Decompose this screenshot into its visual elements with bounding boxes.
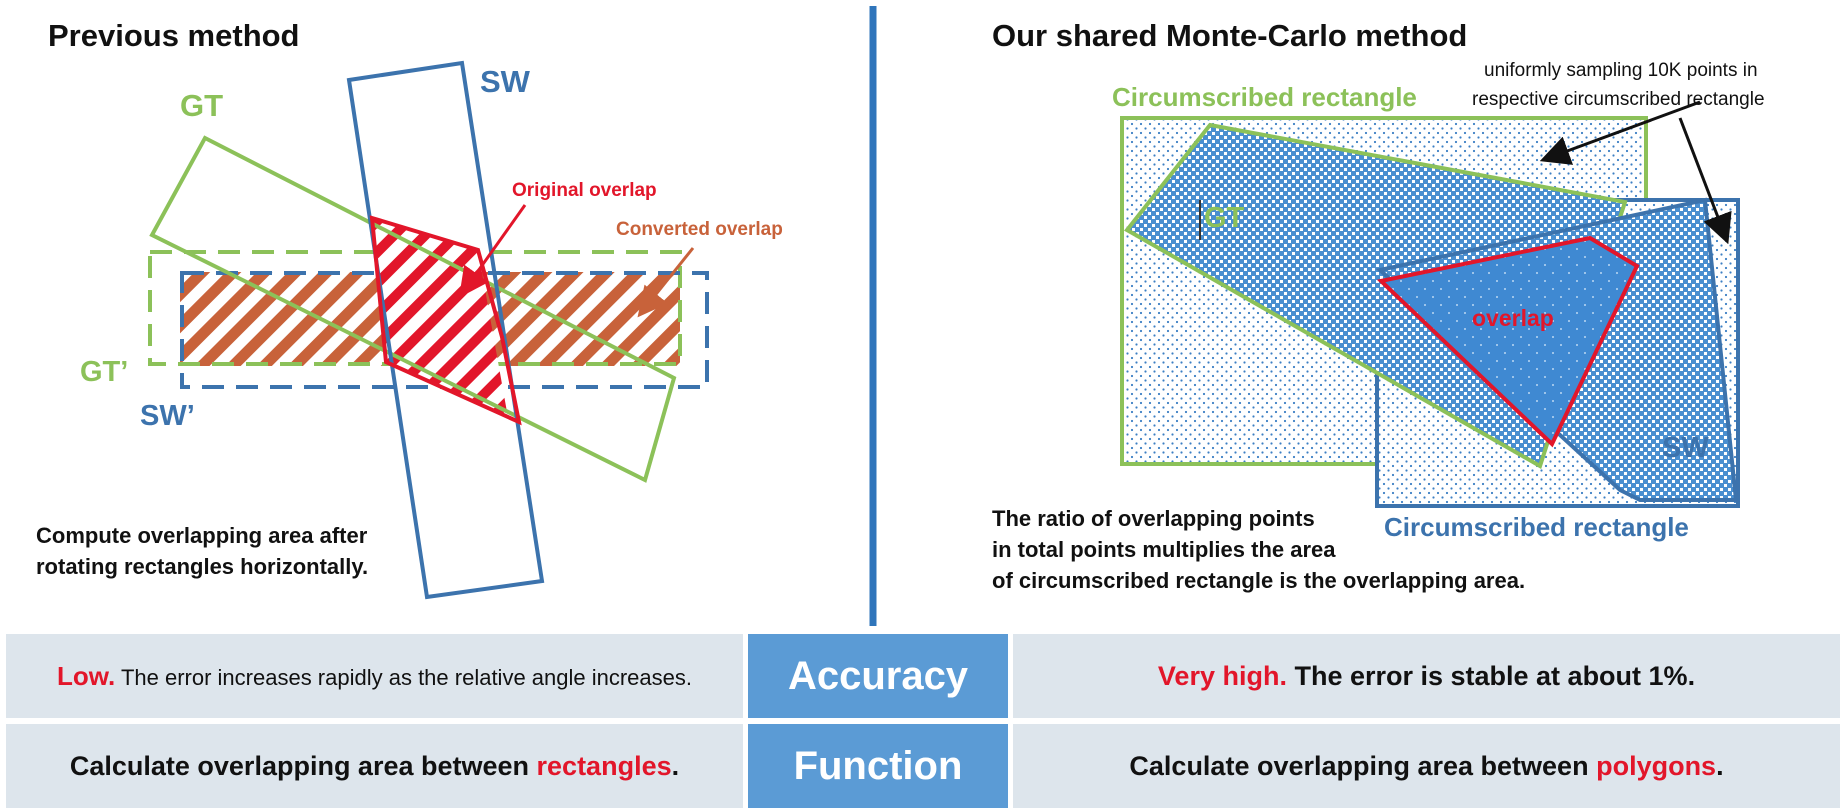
- accuracy-header-cell: Accuracy: [748, 634, 1008, 718]
- original-overlap-label: Original overlap: [512, 180, 657, 201]
- sampling-note-line2: respective circumscribed rectangle: [1472, 89, 1765, 110]
- overlap-polygon: [1376, 235, 1640, 448]
- sw-polygon-label: SW: [1662, 432, 1709, 464]
- gt-rectangle: [149, 135, 677, 483]
- previous-method-title: Previous method: [48, 18, 300, 53]
- monte-carlo-title: Our shared Monte-Carlo method: [992, 18, 1468, 53]
- sampling-note-line1: uniformly sampling 10K points in: [1484, 60, 1758, 81]
- overlap-label: overlap: [1472, 305, 1554, 331]
- sw-label: SW: [480, 64, 530, 99]
- function-ours-cell: Calculate overlapping area between polyg…: [1013, 724, 1840, 808]
- left-description-line2: rotating rectangles horizontally.: [36, 554, 369, 579]
- left-description-line1: Compute overlapping area after: [36, 523, 368, 548]
- function-ours-end: .: [1716, 750, 1724, 781]
- accuracy-previous-text: The error increases rapidly as the relat…: [115, 664, 693, 690]
- function-previous-end: .: [671, 750, 680, 781]
- blue-circumscribed-label: Circumscribed rectangle: [1384, 512, 1689, 542]
- function-header: Function: [793, 743, 963, 788]
- accuracy-previous-highlight: Low.: [56, 660, 116, 691]
- accuracy-ours-text: The error is stable at about 1%.: [1286, 660, 1696, 691]
- converted-overlap-label: Converted overlap: [616, 219, 783, 240]
- function-ours-text: Calculate overlapping area between: [1129, 750, 1597, 781]
- accuracy-previous-cell: Low. The error increases rapidly as the …: [6, 634, 743, 718]
- converted-overlap-arrow: [637, 247, 695, 318]
- function-header-cell: Function: [748, 724, 1008, 808]
- original-overlap-arrow: [459, 204, 527, 298]
- gt-polygon-label: GT: [1204, 202, 1245, 234]
- function-previous-cell: Calculate overlapping area between recta…: [6, 724, 743, 808]
- accuracy-header: Accuracy: [787, 653, 969, 698]
- accuracy-ours-cell: Very high. The error is stable at about …: [1013, 634, 1840, 718]
- function-ours-highlight: polygons: [1596, 750, 1717, 781]
- green-circumscribed-label: Circumscribed rectangle: [1112, 82, 1417, 112]
- accuracy-ours-highlight: Very high.: [1157, 660, 1287, 691]
- sw-prime-label: SW’: [140, 400, 195, 432]
- gt-prime-rectangle: [148, 250, 682, 366]
- gt-prime-label: GT’: [80, 356, 129, 388]
- sampling-arrow-green: [1539, 100, 1701, 165]
- gt-label: GT: [180, 88, 224, 123]
- right-description-line3: of circumscribed rectangle is the overla…: [992, 568, 1526, 593]
- right-description-line2: in total points multiplies the area: [992, 537, 1336, 562]
- original-overlap-outline: [369, 215, 522, 426]
- right-description-line1: The ratio of overlapping points: [992, 506, 1315, 531]
- function-previous-highlight: rectangles: [536, 750, 672, 781]
- sampling-arrow-blue: [1678, 117, 1732, 245]
- function-previous-text: Calculate overlapping area between: [69, 750, 537, 781]
- sw-rectangle: [346, 60, 545, 600]
